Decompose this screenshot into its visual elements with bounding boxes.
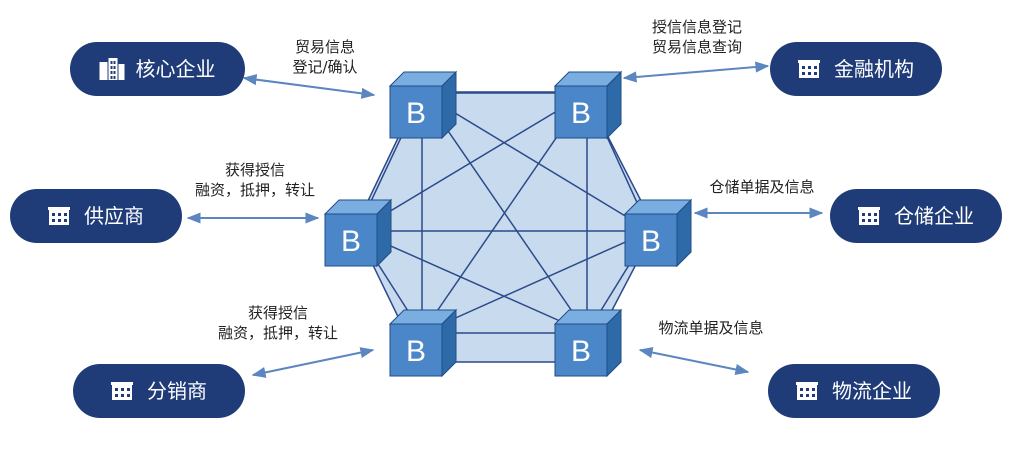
building-icon (796, 382, 818, 400)
entity-core: 核心企业 (70, 42, 245, 96)
entity-label: 分销商 (147, 379, 207, 403)
entity-logistics: 物流企业 (768, 364, 940, 418)
edge-label-line: 贸易信息查询 (652, 38, 742, 56)
entity-label: 核心企业 (136, 57, 216, 81)
node-letter: B (641, 225, 661, 258)
edge-label-line: 授信信息登记 (652, 18, 742, 36)
node-letter: B (571, 97, 591, 130)
blockchain-node-2: B (553, 70, 623, 140)
mesh-line (356, 92, 588, 232)
edge-label-line: 融资，抵押，转让 (195, 181, 315, 199)
edge-label-warehouse: 仓储单据及信息 (709, 178, 814, 196)
cube-front-face (624, 213, 678, 267)
entity-label: 仓储企业 (894, 204, 974, 228)
building-icon (48, 207, 70, 225)
blockchain-node-3: B (323, 198, 393, 268)
connector-arrows (186, 61, 824, 378)
entity-pill-bg (768, 364, 940, 418)
entity-pill-bg (10, 189, 182, 243)
edge-label-line: 物流单据及信息 (658, 319, 763, 337)
edge-labels: 贸易信息登记/确认授信信息登记贸易信息查询获得授信融资，抵押，转让仓储单据及信息… (195, 18, 815, 342)
blockchain-node-6: B (553, 308, 623, 378)
entity-supplier: 供应商 (10, 189, 182, 243)
entity-pill-bg (830, 189, 1002, 243)
mesh-line (356, 230, 588, 334)
node-letter: B (341, 225, 361, 258)
cube-front-face (324, 213, 378, 267)
entity-pill-bg (770, 42, 942, 96)
edge-label-line: 获得授信 (248, 304, 308, 322)
building-icon (858, 207, 880, 225)
edge-label-line: 贸易信息 (295, 38, 355, 56)
cube-front-face (389, 323, 443, 377)
edge-label-logistics: 物流单据及信息 (658, 319, 763, 337)
blockchain-node-5: B (388, 308, 458, 378)
entity-pill-bg (70, 42, 245, 96)
building-icon (798, 60, 820, 78)
entity-label: 供应商 (84, 204, 144, 228)
node-letter: B (406, 335, 426, 368)
entity-label: 物流企业 (832, 379, 912, 403)
office-building-icon (99, 58, 125, 80)
blockchain-node-1: B (388, 70, 458, 140)
entity-label: 金融机构 (834, 57, 914, 81)
entity-pill-bg (73, 364, 245, 418)
building-icon (111, 382, 133, 400)
cube-front-face (554, 85, 608, 139)
blockchain-nodes: B B B B B B (323, 70, 693, 378)
arrow-distributor (251, 347, 375, 378)
entity-distributor: 分销商 (73, 364, 245, 418)
mesh-line (421, 92, 651, 232)
node-letter: B (406, 97, 426, 130)
blockchain-node-4: B (623, 198, 693, 268)
entity-finance: 金融机构 (770, 42, 942, 96)
arrow-finance (622, 61, 770, 83)
entity-warehouse: 仓储企业 (830, 189, 1002, 243)
edge-label-line: 融资，抵押，转让 (218, 324, 338, 342)
node-letter: B (571, 335, 591, 368)
edge-label-line: 获得授信 (225, 161, 285, 179)
arrow-logistics (638, 347, 750, 375)
edge-label-line: 仓储单据及信息 (709, 178, 814, 196)
cube-front-face (554, 323, 608, 377)
mesh-line (421, 230, 651, 334)
cube-front-face (389, 85, 443, 139)
arrow-core (242, 74, 376, 99)
edge-label-line: 登记/确认 (292, 58, 357, 76)
